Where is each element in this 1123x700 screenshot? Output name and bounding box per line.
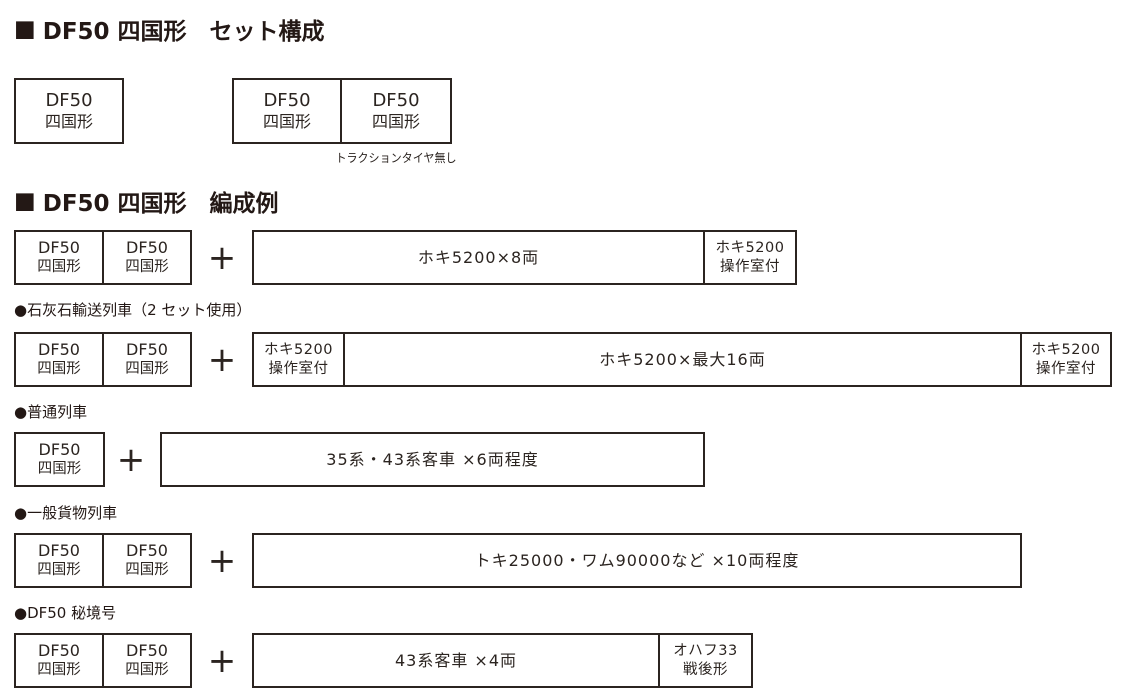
heading-set-composition-text: DF50 四国形 セット構成 xyxy=(42,19,325,45)
consist-box-hoki5200-max16: ホキ5200×最大16両 xyxy=(343,332,1022,387)
loco-model-text: DF50 xyxy=(38,238,80,258)
loco-variant-text: 四国形 xyxy=(125,259,169,276)
consist-box-passenger-43: 43系客車 ×4両 xyxy=(252,633,660,688)
car-model-text: ホキ5200 xyxy=(715,240,785,257)
formation-label-local: ●普通列車 xyxy=(14,403,88,421)
loco-variant-text: 四国形 xyxy=(262,112,311,132)
loco-model-text: DF50 xyxy=(38,641,80,661)
consist-box-hoki5200-cab: ホキ5200 操作室付 xyxy=(252,332,345,387)
loco-variant-text: 四国形 xyxy=(37,562,81,579)
loco-model-text: DF50 xyxy=(45,89,93,111)
loco-model-text: DF50 xyxy=(372,89,420,111)
loco-box-df50: DF50 四国形 xyxy=(14,432,105,487)
loco-model-text: DF50 xyxy=(38,541,80,561)
loco-model-text: DF50 xyxy=(263,89,311,111)
loco-model-text: DF50 xyxy=(126,641,168,661)
car-variant-text: 戦後形 xyxy=(683,661,728,678)
consist-text: ホキ5200×最大16両 xyxy=(599,349,766,369)
heading-set-composition: ■ DF50 四国形 セット構成 xyxy=(14,12,325,46)
set-box-df50-pair-left: DF50 四国形 xyxy=(232,78,342,144)
loco-box-df50: DF50 四国形 xyxy=(14,332,104,387)
car-model-text: オハフ33 xyxy=(673,643,738,660)
car-variant-text: 操作室付 xyxy=(720,258,780,275)
loco-box-df50: DF50 四国形 xyxy=(14,533,104,588)
heading-formation-examples-text: DF50 四国形 編成例 xyxy=(42,191,279,217)
plus-sign: + xyxy=(207,339,237,380)
loco-variant-text: 四国形 xyxy=(371,112,420,132)
loco-box-df50: DF50 四国形 xyxy=(14,633,104,688)
loco-variant-text: 四国形 xyxy=(44,112,93,132)
loco-variant-text: 四国形 xyxy=(37,662,81,679)
loco-variant-text: 四国形 xyxy=(37,461,82,478)
loco-box-df50: DF50 四国形 xyxy=(14,230,104,285)
loco-model-text: DF50 xyxy=(38,340,80,360)
set-box-df50-pair-right: DF50 四国形 xyxy=(340,78,452,144)
plus-sign: + xyxy=(116,439,146,480)
heading-square-icon: ■ xyxy=(14,15,36,42)
loco-variant-text: 四国形 xyxy=(125,361,169,378)
set-box-df50-single: DF50 四国形 xyxy=(14,78,124,144)
loco-box-df50: DF50 四国形 xyxy=(102,230,192,285)
car-model-text: ホキ5200 xyxy=(264,342,333,359)
loco-variant-text: 四国形 xyxy=(37,361,81,378)
consist-box-passenger-35-43: 35系・43系客車 ×6両程度 xyxy=(160,432,705,487)
traction-tire-note: トラクションタイヤ無し xyxy=(335,151,457,165)
heading-square-icon: ■ xyxy=(14,187,36,214)
plus-sign: + xyxy=(207,640,237,681)
consist-box-hoki5200-cab: ホキ5200 操作室付 xyxy=(703,230,797,285)
heading-formation-examples: ■ DF50 四国形 編成例 xyxy=(14,184,279,218)
loco-box-df50: DF50 四国形 xyxy=(102,633,192,688)
loco-model-text: DF50 xyxy=(126,340,168,360)
loco-variant-text: 四国形 xyxy=(37,259,81,276)
car-variant-text: 操作室付 xyxy=(1036,360,1096,377)
car-variant-text: 操作室付 xyxy=(268,360,329,377)
loco-variant-text: 四国形 xyxy=(125,562,169,579)
formation-label-freight: ●一般貨物列車 xyxy=(14,504,118,522)
formation-label-limestone: ●石灰石輸送列車（2 セット使用） xyxy=(14,301,252,319)
formation-label-hikyogo: ●DF50 秘境号 xyxy=(14,604,117,622)
consist-box-hoki5200x8: ホキ5200×8両 xyxy=(252,230,705,285)
consist-text: 35系・43系客車 ×6両程度 xyxy=(326,449,539,469)
loco-box-df50: DF50 四国形 xyxy=(102,332,192,387)
loco-box-df50: DF50 四国形 xyxy=(102,533,192,588)
consist-box-freight-toki-wamu: トキ25000・ワム90000など ×10両程度 xyxy=(252,533,1022,588)
consist-text: ホキ5200×8両 xyxy=(417,247,540,267)
consist-text: トキ25000・ワム90000など ×10両程度 xyxy=(474,550,800,570)
consist-box-ohafu33: オハフ33 戦後形 xyxy=(658,633,753,688)
plus-sign: + xyxy=(207,540,237,581)
loco-variant-text: 四国形 xyxy=(125,662,169,679)
car-model-text: ホキ5200 xyxy=(1031,342,1101,359)
plus-sign: + xyxy=(207,237,237,278)
loco-model-text: DF50 xyxy=(38,440,81,460)
loco-model-text: DF50 xyxy=(126,541,168,561)
consist-box-hoki5200-cab: ホキ5200 操作室付 xyxy=(1020,332,1112,387)
consist-text: 43系客車 ×4両 xyxy=(394,650,518,670)
loco-model-text: DF50 xyxy=(126,238,168,258)
